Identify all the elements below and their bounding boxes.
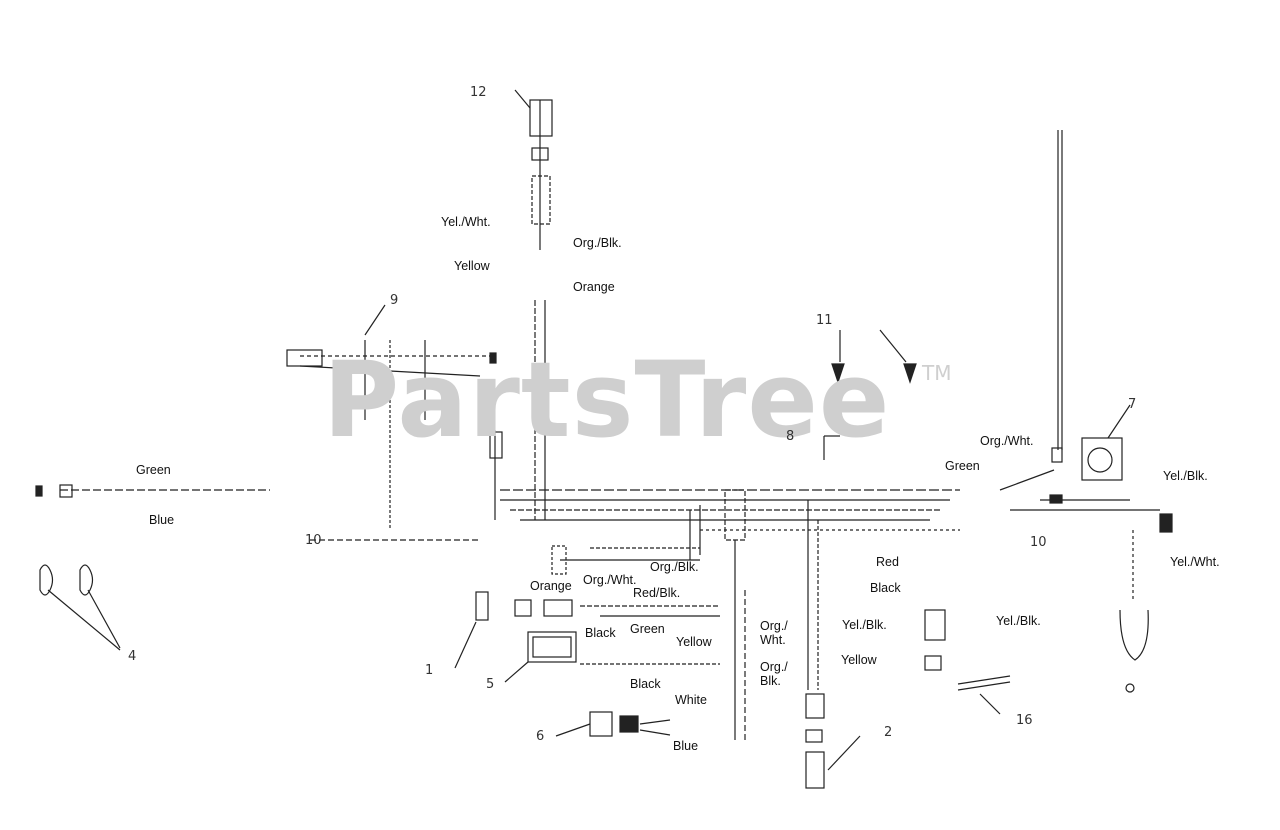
callout-number: 4	[128, 649, 137, 664]
wire-label: Black	[870, 581, 901, 595]
callout-number: 10	[1030, 535, 1047, 550]
wire-label: Red	[876, 555, 899, 569]
wire-label: Yel./Blk.	[842, 618, 887, 632]
wire-label: Green	[630, 622, 665, 636]
wire-label: Black	[630, 677, 661, 691]
wire-label: Yellow	[676, 635, 712, 649]
wire-label: Org./ Wht.	[760, 619, 788, 648]
callout-number: 9	[390, 293, 399, 308]
wire-label: Org./Wht.	[980, 434, 1034, 448]
callout-number: 1	[425, 663, 434, 678]
wire-label: Orange	[573, 280, 615, 294]
callout-number: 2	[884, 725, 893, 740]
wire-label: Yel./Blk.	[996, 614, 1041, 628]
wire-label: Orange	[530, 579, 572, 593]
wire-label: Yel./Blk.	[1163, 469, 1208, 483]
callout-number: 11	[816, 313, 833, 328]
watermark-trademark: TM	[922, 361, 952, 385]
wire-label: Blue	[149, 513, 175, 527]
wire-label: Red/Blk.	[633, 586, 681, 600]
callout-number: 5	[486, 677, 495, 692]
callout-number: 16	[1016, 713, 1033, 728]
wire-label: Org./Blk.	[573, 236, 622, 250]
wire-label: Org./Blk.	[650, 560, 699, 574]
callout-number: 6	[536, 729, 545, 744]
wire-label: Yel./Wht.	[441, 215, 491, 229]
wire-label: Yellow	[841, 653, 877, 667]
callout-number: 7	[1128, 397, 1137, 412]
wire-label: Org./Wht.	[583, 573, 637, 587]
wire-label: Green	[136, 463, 171, 477]
wire-label: Yel./Wht.	[1170, 555, 1220, 569]
wire-label: Green	[945, 459, 980, 473]
callout-number: 8	[786, 429, 795, 444]
wire-label: Yellow	[454, 259, 490, 273]
wire-label: Black	[585, 626, 616, 640]
callout-number: 12	[470, 85, 487, 100]
watermark-logo: PartsTree	[323, 339, 891, 461]
wire-label: Blue	[673, 739, 699, 753]
callout-number: 10	[305, 533, 322, 548]
wire-label: Org./ Blk.	[760, 660, 788, 689]
wire-label: White	[675, 693, 707, 707]
